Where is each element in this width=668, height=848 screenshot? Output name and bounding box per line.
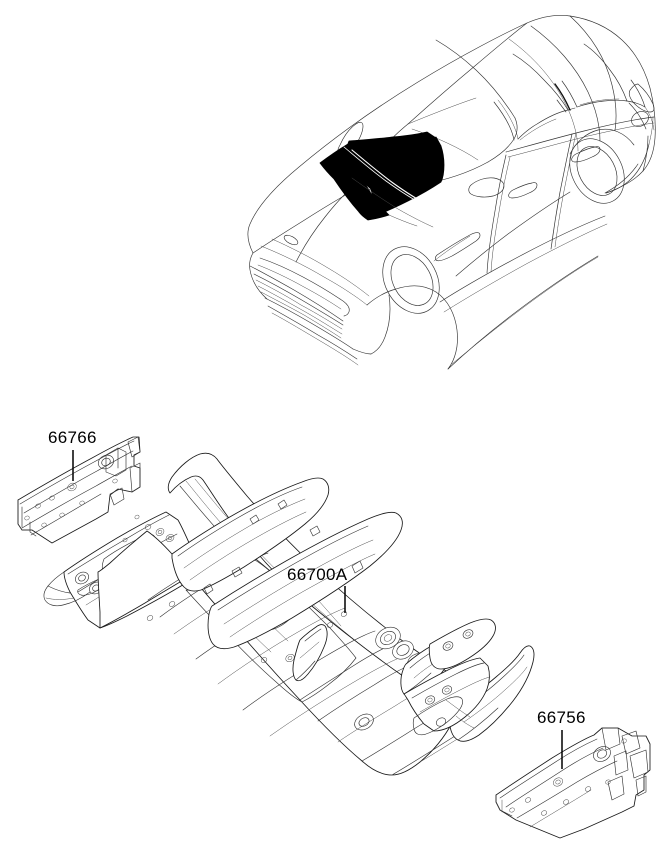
part-label-66756: 66756 bbox=[537, 708, 586, 727]
part-label-66766: 66766 bbox=[48, 428, 97, 447]
part-label-66700A: 66700A bbox=[287, 565, 348, 584]
cowl-highlight-region bbox=[319, 131, 445, 221]
kia-optima-sedan-outline bbox=[247, 15, 656, 370]
part-66700A-cowl-complete-assembly bbox=[43, 452, 535, 776]
part-66756-cowl-side-panel-right bbox=[495, 727, 651, 839]
part-66766-cowl-side-panel-left bbox=[17, 436, 141, 544]
